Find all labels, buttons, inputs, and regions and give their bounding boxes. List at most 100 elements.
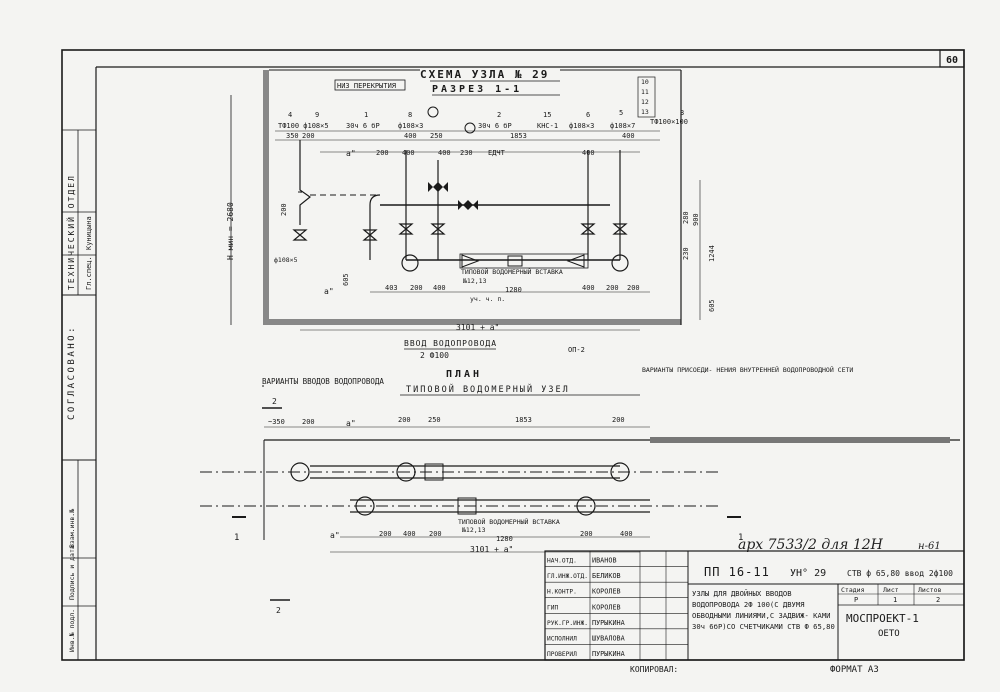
label-108x5: ф108×5 (274, 256, 298, 264)
org-name: МОСПРОЕКТ-1 (846, 612, 919, 625)
water-meter-icon (424, 463, 444, 481)
sheet-number: 60 (946, 55, 958, 66)
dim-200pe: 200 (580, 530, 593, 538)
meter-insert-plan-no: №12,13 (462, 526, 486, 534)
plan-variants-title: ВАРИАНТЫ ВВОДОВ ВОДОПРОВОДА (262, 377, 384, 386)
dim-400f: 400 (433, 284, 446, 292)
role-title: ГЛ.ИНЖ.ОТД. (547, 573, 588, 580)
callout-10: 10 (641, 78, 649, 86)
title-block: НАЧ.ОТД. ИВАНОВ ГЛ.ИНЖ.ОТД. БЕЛИКОВ Н.КОНТР.… (544, 550, 965, 675)
stamp-vzam: Взам.инв.№ (68, 509, 76, 548)
meter-insert-plan: ТИПОВОЙ ВОДОМЕРНЫЙ ВСТАВКА (458, 517, 560, 526)
label-a-top: а" (346, 149, 356, 158)
callout-1: 1 (364, 111, 368, 119)
dim-400b: 400 (622, 132, 635, 140)
dim-400pb: 400 (620, 530, 633, 538)
gate-valve-icon (292, 182, 628, 241)
title-description: УЗЛЫ ДЛЯ ДВОЙНЫХ ВВОДОВ ВОДОПРОВОДА 2Ф 1… (692, 589, 835, 631)
h-min-label: Н мин = 2680 (226, 202, 235, 260)
sheet-frame (61, 49, 965, 661)
dim-200b: 200 (376, 149, 389, 157)
floor-bottom-label: НИЗ ПЕРЕКРЫТИЯ (337, 82, 396, 90)
label-3046br: 30ч 6 бР (478, 122, 512, 130)
riser-circle-icon (355, 496, 375, 516)
copy-label: КОПИРОВАЛ: (630, 665, 678, 674)
role-name: ШУВАЛОВА (592, 634, 625, 642)
callout-3: 3 (680, 109, 684, 117)
meter-insert-label: ТИПОВОЙ ВОДОМЕРНЫЙ ВСТАВКА (461, 267, 563, 276)
label-a-bottom: а" (324, 287, 334, 296)
dim-400a: 400 (404, 132, 417, 140)
role-title: ГИП (547, 604, 558, 611)
meter-insert-no: №12,13 (463, 277, 487, 285)
water-meter-icon (457, 497, 477, 515)
stamp-tech-dept: ТЕХНИЧЕСКИЙ ОТДЕЛ (65, 174, 76, 290)
sheet-value: 1 (893, 596, 897, 604)
label-304: 30ч 6 бР (346, 122, 380, 130)
plan-view: ПЛАН ВАРИАНТЫ ВВОДОВ ВОДОПРОВОДА ТИПОВОЙ… (200, 365, 960, 615)
dim-200d: 200 (606, 284, 619, 292)
dim-200c: 200 (410, 284, 423, 292)
callout-8: 8 (408, 111, 412, 119)
callout-6: 6 (586, 111, 590, 119)
section-subtitle: РАЗРЕЗ 1-1 (432, 84, 522, 95)
role-title: Н.КОНТР. (547, 589, 577, 596)
dim-200pc: 200 (379, 530, 392, 538)
callout-5: 5 (619, 109, 623, 117)
vvod-label: ВВОД ВОДОПРОВОДА (404, 339, 497, 348)
dim-250a: 250 (430, 132, 443, 140)
format-label: ФОРМАТ А3 (830, 665, 879, 675)
role-title: РУК.ГР.ИНЖ. (547, 620, 588, 627)
dim-200pd: 200 (429, 530, 442, 538)
callout-2-plan: 2 (272, 397, 277, 406)
dept-name: ОЕТО (878, 629, 900, 639)
role-name: БЕЛИКОВ (592, 572, 621, 580)
dim-400g: 400 (582, 284, 595, 292)
role-name: ПУРЫКИНА (592, 650, 625, 658)
dim-200a: 200 (302, 132, 315, 140)
sheet-header: Лист (883, 586, 899, 594)
role-title: НАЧ.ОТД. (547, 558, 577, 565)
role-title: ИСПОЛНИЛ (547, 635, 577, 642)
label-108b: ф108×3 (569, 122, 594, 130)
stamp-kunitsyna: Куницына (85, 216, 93, 250)
cut-mark-left: 1 (234, 533, 239, 543)
dim-900: 900 (692, 213, 700, 226)
section-view: СХЕМА УЗЛА № 29 РАЗРЕЗ 1-1 НИЗ ПЕРЕКРЫТИ… (226, 68, 716, 360)
plan-internal-title: ВАРИАНТЫ ПРИСОЕДИ- НЕНИЯ ВНУТРЕННЕЙ ВОДО… (642, 365, 853, 374)
label-tf-right: ТФ100×100 (650, 118, 688, 126)
label-kns: КНС-1 (537, 122, 558, 130)
label-uch: уч. ч. п. (470, 295, 505, 303)
callout-2: 2 (497, 111, 501, 119)
label-108c: ф108×7 (610, 122, 635, 130)
stamp-inv: Инв.№ подл. (68, 609, 76, 652)
span-total-plan: 3101 + а" (470, 545, 513, 554)
water-meter-icon (507, 255, 523, 267)
stage-header: Стадия (841, 586, 865, 594)
dim-200pa: 200 (398, 416, 411, 424)
sheets-header: Листов (918, 586, 942, 594)
stage-value: Р (854, 596, 858, 604)
stv-label: СТВ ф 65,80 ввод 2ф100 (847, 569, 953, 578)
riser-circle-icon (610, 462, 630, 482)
callout-4: 4 (288, 111, 292, 119)
dim-400d: 400 (438, 149, 451, 157)
sheets-value: 2 (936, 596, 940, 604)
dim-605l: 605 (342, 273, 350, 286)
callout-2-plan-b: 2 (276, 606, 281, 615)
dim-230: 230 (460, 149, 473, 157)
dim-1853: 1853 (510, 132, 527, 140)
cut-mark-right: 1 (738, 533, 743, 543)
tee-circle-icon (401, 254, 419, 272)
label-op2: ОП-2 (568, 346, 585, 354)
tee-circle-icon (611, 254, 629, 272)
dim-200v: 200 (280, 203, 288, 216)
node-number: УН° 29 (790, 568, 826, 579)
stamp-agreed: СОГЛАСОВАНО: (67, 325, 77, 420)
section-title: СХЕМА УЗЛА № 29 (420, 68, 549, 81)
dim-403: 403 (385, 284, 398, 292)
dim-200p: 200 (302, 418, 315, 426)
role-name: ИВАНОВ (592, 557, 617, 565)
label-edch: ЕДЧТ (488, 149, 506, 157)
